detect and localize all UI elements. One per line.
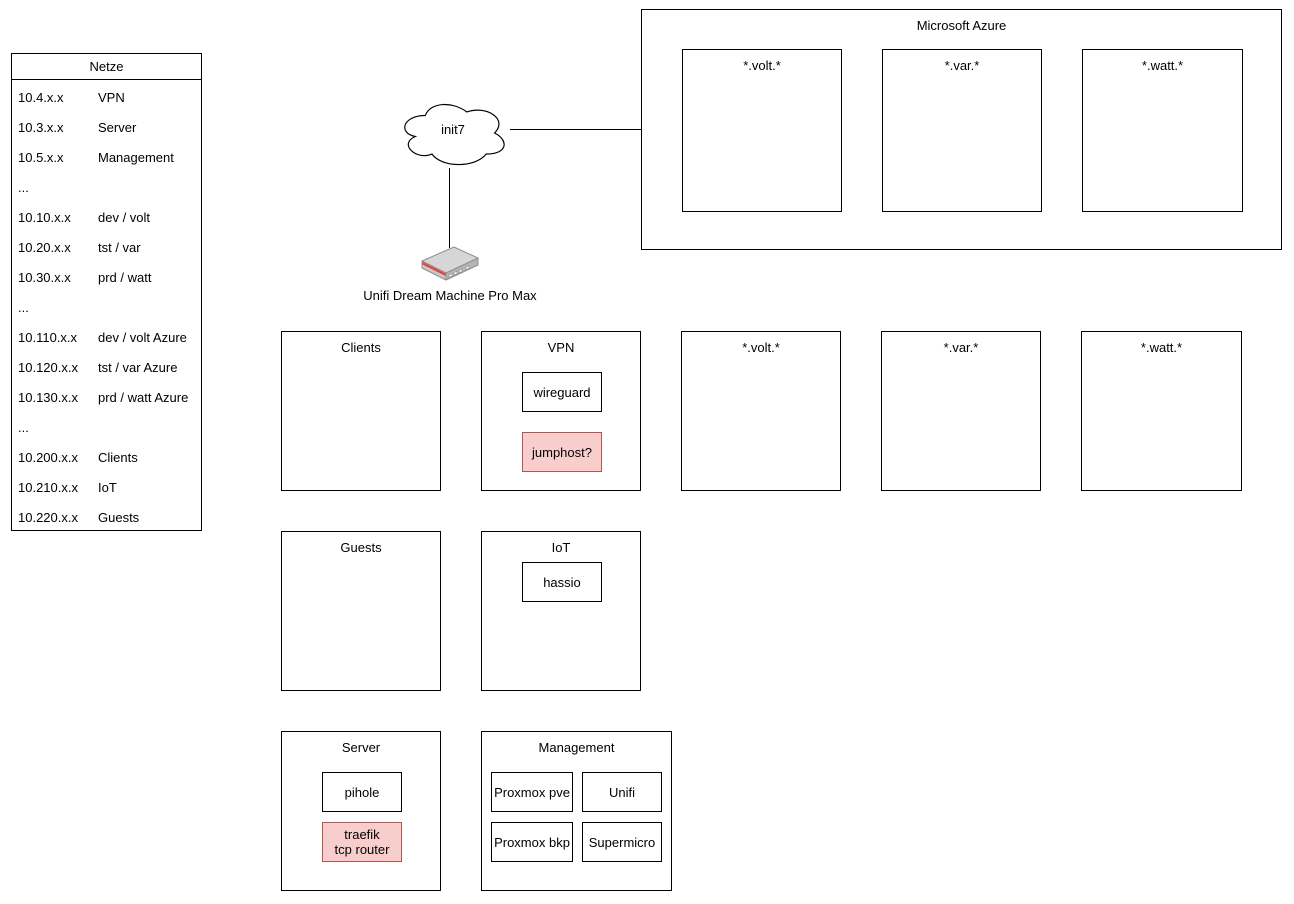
node-jumphost: jumphost? <box>522 432 602 472</box>
azure-subnet-watt-title: *.watt.* <box>1141 58 1184 73</box>
network-range: 10.4.x.x <box>18 89 64 105</box>
netze-row: 10.200.x.x Clients <box>12 442 201 472</box>
network-name: IoT <box>98 479 117 495</box>
netze-row: 10.3.x.x Server <box>12 112 201 142</box>
network-range: 10.3.x.x <box>18 119 64 135</box>
network-name: Server <box>98 119 137 135</box>
netze-row: 10.220.x.x Guests <box>12 502 201 532</box>
netze-table: Netze 10.4.x.x VPN 10.3.x.x Server 10.5.x.… <box>11 53 202 531</box>
network-name: VPN <box>98 89 125 105</box>
network-name: dev / volt <box>98 209 151 225</box>
network-box-watt-title: *.watt.* <box>1140 340 1183 355</box>
network-box-guests: Guests <box>281 531 441 691</box>
node-proxmox-bkp: Proxmox bkp <box>491 822 573 862</box>
network-range: 10.30.x.x <box>18 269 71 285</box>
netze-row: 10.5.x.x Management <box>12 142 201 172</box>
network-box-vpn: VPN wireguard jumphost? <box>481 331 641 491</box>
network-range: 10.210.x.x <box>18 479 78 495</box>
network-box-server: Server pihole traefik tcp router <box>281 731 441 891</box>
node-unifi: Unifi <box>582 772 662 812</box>
netze-table-title: Netze <box>12 54 201 80</box>
node-proxmox-bkp-label: Proxmox bkp <box>494 834 570 850</box>
network-box-management: Management Proxmox pve Unifi Proxmox bkp… <box>481 731 672 891</box>
network-range: 10.20.x.x <box>18 239 71 255</box>
node-pihole-label: pihole <box>344 784 380 800</box>
netze-row: ... <box>12 412 201 442</box>
network-range: 10.200.x.x <box>18 449 78 465</box>
network-box-guests-title: Guests <box>340 540 382 555</box>
network-name: tst / var Azure <box>98 359 178 375</box>
network-range: 10.120.x.x <box>18 359 78 375</box>
network-box-var-title: *.var.* <box>943 340 979 355</box>
netze-row: 10.130.x.x prd / watt Azure <box>12 382 201 412</box>
network-range: 10.110.x.x <box>18 329 78 345</box>
node-traefik-label-line2: tcp router <box>334 842 390 857</box>
network-range: ... <box>18 179 29 195</box>
node-hassio-label: hassio <box>543 574 581 590</box>
network-box-vpn-title: VPN <box>547 340 575 355</box>
netze-row: 10.20.x.x tst / var <box>12 232 201 262</box>
netze-row: ... <box>12 292 201 322</box>
network-box-iot-title: IoT <box>551 540 571 555</box>
azure-subnet-var-title: *.var.* <box>944 58 980 73</box>
network-name: tst / var <box>98 239 141 255</box>
azure-subnet-volt-title: *.volt.* <box>743 58 781 73</box>
network-range: 10.220.x.x <box>18 509 78 525</box>
node-unifi-label: Unifi <box>608 784 635 800</box>
network-box-var: *.var.* <box>881 331 1041 491</box>
node-traefik: traefik tcp router <box>322 822 402 862</box>
cloud-to-router-line <box>449 168 450 248</box>
cloud-label: init7 <box>441 121 465 137</box>
azure-group: Microsoft Azure *.volt.* *.var.* *.watt.… <box>641 9 1282 250</box>
network-range: 10.130.x.x <box>18 389 78 405</box>
network-name: Management <box>98 149 174 165</box>
network-box-server-title: Server <box>341 740 381 755</box>
node-wireguard-label: wireguard <box>533 384 591 400</box>
netze-row: 10.4.x.x VPN <box>12 82 201 112</box>
netze-row: 10.120.x.x tst / var Azure <box>12 352 201 382</box>
router-icon <box>420 246 480 283</box>
azure-subnet-var: *.var.* <box>882 49 1042 212</box>
node-supermicro-label: Supermicro <box>588 834 656 850</box>
router-icon-graphic <box>421 246 479 281</box>
network-range: 10.10.x.x <box>18 209 71 225</box>
node-traefik-label-line1: traefik <box>344 827 380 842</box>
network-box-clients: Clients <box>281 331 441 491</box>
cloud-icon <box>404 103 505 165</box>
network-box-clients-title: Clients <box>341 340 381 355</box>
network-name: Clients <box>98 449 138 465</box>
netze-row: 10.10.x.x dev / volt <box>12 202 201 232</box>
network-name: Guests <box>98 509 140 525</box>
router-label: Unifi Dream Machine Pro Max <box>363 288 537 303</box>
netze-row: 10.110.x.x dev / volt Azure <box>12 322 201 352</box>
node-hassio: hassio <box>522 562 602 602</box>
network-box-iot: IoT hassio <box>481 531 641 691</box>
network-range: ... <box>18 419 29 435</box>
network-box-management-title: Management <box>538 740 615 755</box>
network-name: dev / volt Azure <box>98 329 187 345</box>
azure-subnet-watt: *.watt.* <box>1082 49 1243 212</box>
netze-row: 10.30.x.x prd / watt <box>12 262 201 292</box>
node-jumphost-label: jumphost? <box>532 444 592 460</box>
netze-row: ... <box>12 172 201 202</box>
network-box-volt: *.volt.* <box>681 331 841 491</box>
network-box-watt: *.watt.* <box>1081 331 1242 491</box>
network-name: prd / watt <box>98 269 152 285</box>
netze-table-rows: 10.4.x.x VPN 10.3.x.x Server 10.5.x.x Manag… <box>12 80 201 532</box>
network-name: prd / watt Azure <box>98 389 189 405</box>
network-range: ... <box>18 299 29 315</box>
node-proxmox-pve-label: Proxmox pve <box>494 784 570 800</box>
node-wireguard: wireguard <box>522 372 602 412</box>
node-pihole: pihole <box>322 772 402 812</box>
node-proxmox-pve: Proxmox pve <box>491 772 573 812</box>
netze-row: 10.210.x.x IoT <box>12 472 201 502</box>
cloud-to-azure-line <box>510 129 641 130</box>
network-box-volt-title: *.volt.* <box>742 340 780 355</box>
azure-group-title: Microsoft Azure <box>916 18 1007 33</box>
network-range: 10.5.x.x <box>18 149 64 165</box>
internet-cloud: init7 <box>396 97 510 169</box>
node-supermicro: Supermicro <box>582 822 662 862</box>
azure-subnet-volt: *.volt.* <box>682 49 842 212</box>
